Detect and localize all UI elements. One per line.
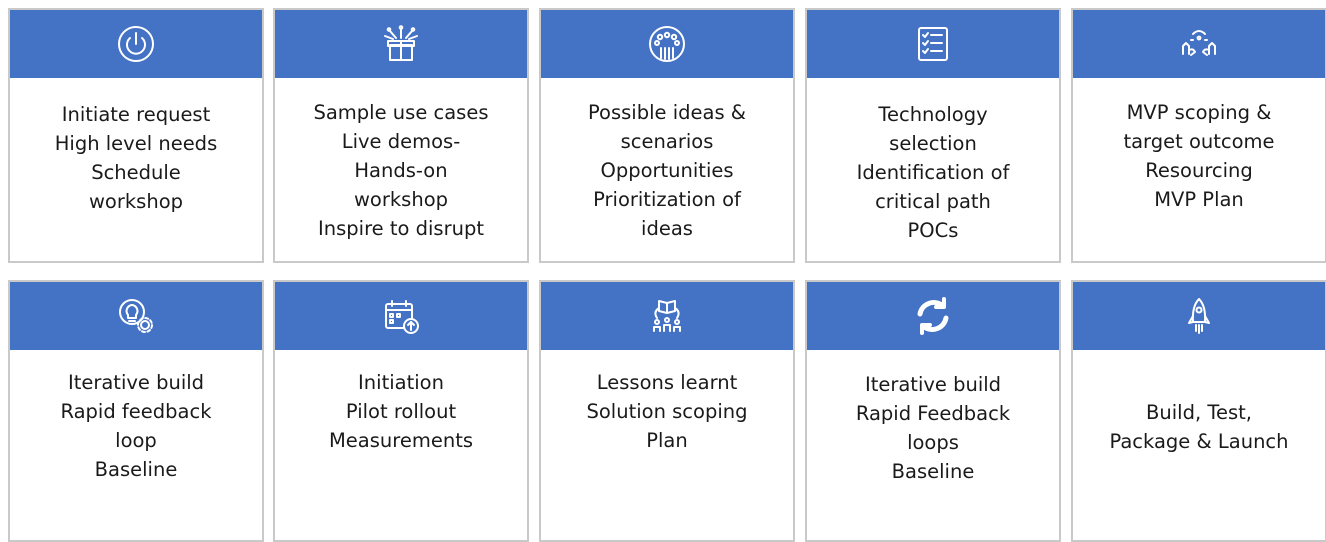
book-team-icon [653, 300, 681, 332]
card-header [10, 282, 262, 350]
lightbulb-gear-icon [119, 299, 153, 333]
card-header [541, 282, 793, 350]
card-line: Baseline [94, 458, 178, 481]
card-header [1073, 282, 1325, 350]
card-line: workshop [88, 190, 183, 213]
card-line: loops [907, 431, 959, 454]
phase-card-mvp: MVP scoping & target outcome Resourcing … [1071, 8, 1326, 263]
card-header [275, 282, 527, 350]
card-header [10, 10, 262, 78]
rocket-icon [1188, 298, 1210, 334]
phase-card-lessons: Lessons learnt Solution scoping Plan [539, 280, 795, 542]
phase-card-initiate: Initiate request High level needs Schedu… [8, 8, 264, 263]
card-header [807, 282, 1059, 350]
card-line: Opportunities [600, 159, 734, 182]
phase-card-iterative-build: Iterative build Rapid feedback loop Base… [8, 280, 264, 542]
card-line: Build, Test, [1146, 401, 1252, 424]
hands-target-icon [1182, 30, 1216, 56]
card-header [541, 10, 793, 78]
card-line: target outcome [1123, 130, 1275, 153]
refresh-icon [917, 297, 949, 335]
card-line: Package & Launch [1109, 430, 1289, 453]
card-text: Initiate request High level needs Schedu… [10, 78, 262, 216]
phase-card-pilot: Initiation Pilot rollout Measurements [273, 280, 529, 542]
card-line: selection [889, 132, 977, 155]
card-text: Iterative build Rapid Feedback loops Bas… [807, 350, 1059, 486]
card-line: workshop [353, 188, 448, 211]
card-line: Measurements [328, 429, 474, 452]
people-group-icon [649, 26, 685, 62]
card-line: Baseline [891, 460, 975, 483]
card-text: Possible ideas & scenarios Opportunities… [541, 78, 793, 243]
checklist-icon [918, 27, 948, 61]
card-line: Plan [646, 429, 688, 452]
card-line: critical path [875, 190, 991, 213]
card-text: MVP scoping & target outcome Resourcing … [1073, 78, 1325, 214]
card-line: Initiation [358, 371, 444, 394]
phase-card-iterative-feedback: Iterative build Rapid Feedback loops Bas… [805, 280, 1061, 542]
card-line: Initiate request [61, 103, 211, 126]
card-line: MVP scoping & [1126, 101, 1272, 124]
card-line: Live demos- [341, 130, 461, 153]
calendar-upload-icon [385, 300, 419, 334]
card-line: Solution scoping [586, 400, 748, 423]
card-text: Lessons learnt Solution scoping Plan [541, 350, 793, 455]
card-line: Sample use cases [313, 101, 489, 124]
card-header [807, 10, 1059, 78]
card-line: Resourcing [1145, 159, 1253, 182]
card-line: Technology [878, 103, 988, 126]
card-text: Technology selection Identification of c… [807, 78, 1059, 245]
card-line: Inspire to disrupt [318, 217, 484, 240]
card-line: Rapid Feedback [855, 402, 1011, 425]
power-icon [118, 26, 154, 62]
card-line: Identification of [856, 161, 1010, 184]
card-text: Initiation Pilot rollout Measurements [275, 350, 527, 455]
card-line: Lessons learnt [596, 371, 738, 394]
card-text: Build, Test, Package & Launch [1073, 350, 1325, 456]
card-line: Iterative build [864, 373, 1002, 396]
card-line: scenarios [620, 130, 714, 153]
phase-card-ideate: Possible ideas & scenarios Opportunities… [539, 8, 795, 263]
card-line: Schedule [91, 161, 181, 184]
card-line: loop [115, 429, 157, 452]
card-line: Possible ideas & [587, 101, 747, 124]
card-header [1073, 10, 1325, 78]
card-line: Pilot rollout [345, 400, 457, 423]
card-header [275, 10, 527, 78]
card-line: MVP Plan [1154, 188, 1244, 211]
phase-card-technology: Technology selection Identification of c… [805, 8, 1061, 263]
card-line: Prioritization of [593, 188, 741, 211]
card-text: Iterative build Rapid feedback loop Base… [10, 350, 262, 484]
card-line: ideas [641, 217, 693, 240]
card-line: Iterative build [67, 371, 205, 394]
phase-card-launch: Build, Test, Package & Launch [1071, 280, 1326, 542]
phase-card-inspire: Sample use cases Live demos- Hands-on wo… [273, 8, 529, 263]
card-line: Rapid feedback [60, 400, 212, 423]
gift-box-icon [384, 25, 418, 61]
card-line: High level needs [54, 132, 218, 155]
card-line: POCs [907, 219, 959, 242]
card-line: Hands-on [354, 159, 448, 182]
card-text: Sample use cases Live demos- Hands-on wo… [275, 78, 527, 243]
